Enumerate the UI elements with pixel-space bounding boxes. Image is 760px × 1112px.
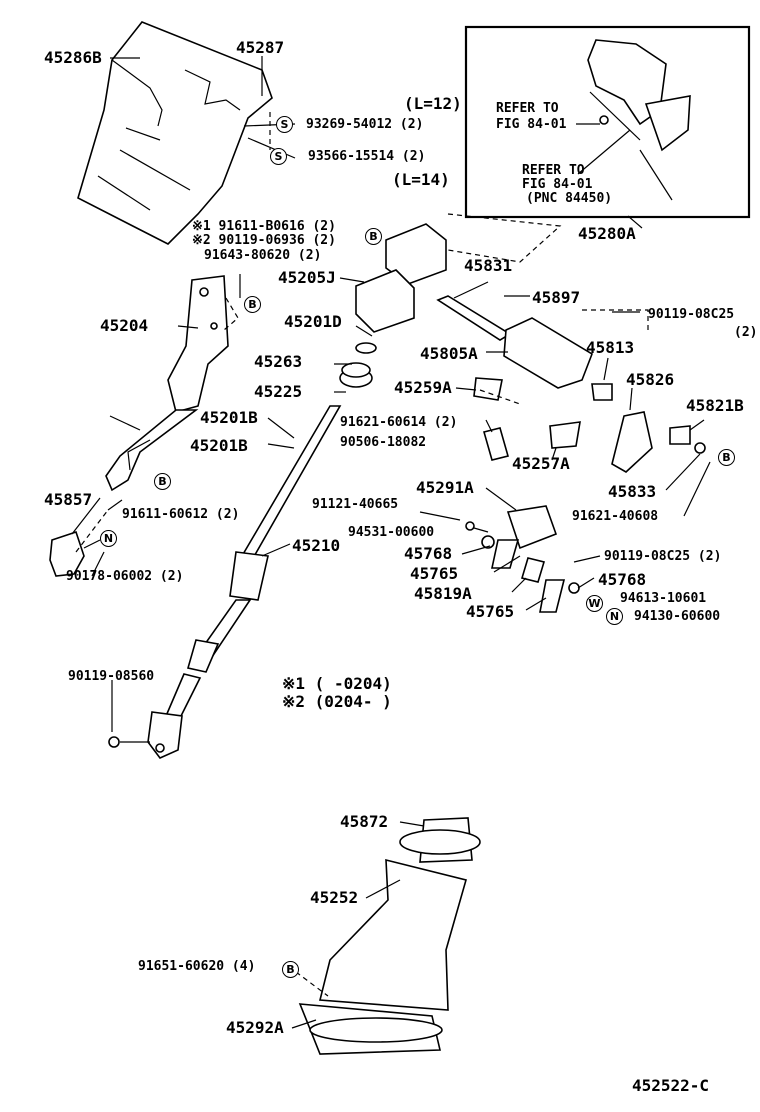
figure-code: 452522-C [632,1076,710,1095]
label-90119-08C25-b: 90119-08C25 (2) [604,549,722,564]
label-45768-1: 45768 [404,544,453,563]
symbol-b-2: B [244,296,261,313]
label-45765-1: 45765 [410,564,459,583]
lever-assembly-shape [436,295,706,473]
steering-column-shape [105,275,229,492]
label-45280A: 45280A [578,224,636,243]
label-91643-80620: 91643-80620 (2) [204,248,322,263]
lower-bracket-shape [419,505,580,613]
symbol-s-1: S [276,116,293,133]
leader-lines [71,56,711,1029]
label-45201D: 45201D [284,312,342,331]
label-91621-60614: 91621-60614 (2) [340,415,458,430]
label-45831: 45831 [464,256,513,275]
label-94531-00600: 94531-00600 [348,525,435,540]
label-45201B-1: 45201B [200,408,258,427]
label-93269-54012: 93269-54012 (2) [306,117,424,132]
label-length-12: (L=12) [404,94,462,113]
label-91621-40608: 91621-40608 [572,509,659,524]
label-91611-60612: 91611-60612 (2) [122,507,240,522]
label-45287: 45287 [236,38,285,57]
symbol-b-4: B [154,473,171,490]
label-45291A: 45291A [416,478,474,497]
inset-refer-fig-2: FIG 84-01 [522,177,593,192]
label-45833: 45833 [608,482,657,501]
label-45286B: 45286B [44,48,102,67]
label-45257A: 45257A [512,454,570,473]
label-45819A: 45819A [414,584,472,603]
label-90506-18082: 90506-18082 [340,435,427,450]
inset-refer-pnc: (PNC 84450) [526,191,613,206]
symbol-b-3: B [718,449,735,466]
label-45259A: 45259A [394,378,452,397]
symbol-w-1: W [586,595,603,612]
symbol-b-5: B [282,961,299,978]
note-1: ※1 ( -0204) [282,674,392,693]
symbol-n-2: N [606,608,623,625]
symbol-b-1: B [365,228,382,245]
label-45292A: 45292A [226,1018,284,1037]
label-45210: 45210 [292,536,341,555]
bracket-45857-shape [49,509,109,577]
note-2: ※2 (0204- ) [282,692,392,711]
label-45805A: 45805A [420,344,478,363]
label-90119-08C25-a-qty: (2) [734,325,758,340]
label-94613-10601: 94613-10601 [620,591,707,606]
inset-refer-fig-1: FIG 84-01 [496,117,567,132]
label-91611-B0616: ※1 91611-B0616 (2) [192,219,336,234]
boot-shape [298,817,481,1055]
column-cover-shape [77,21,273,245]
label-45765-2: 45765 [466,602,515,621]
label-90119-06936: ※2 90119-06936 (2) [192,233,336,248]
inset-frame [464,25,751,219]
label-45813: 45813 [586,338,635,357]
label-91651-60620: 91651-60620 (4) [138,959,256,974]
label-45252: 45252 [310,888,359,907]
label-45857: 45857 [44,490,93,509]
label-94130-60600: 94130-60600 [634,609,721,624]
label-45897: 45897 [532,288,581,307]
label-45205J: 45205J [278,268,336,287]
label-45872: 45872 [340,812,389,831]
inset-refer-text-1: REFER TO [496,101,559,116]
label-90119-08560: 90119-08560 [68,669,155,684]
label-length-14: (L=14) [392,170,450,189]
lock-assembly-shape [339,213,562,388]
label-45201B-2: 45201B [190,436,248,455]
inset-drawing-shape [587,39,691,201]
label-90178-06002: 90178-06002 (2) [66,569,184,584]
symbol-s-2: S [270,148,287,165]
label-45821B: 45821B [686,396,744,415]
label-45204: 45204 [100,316,149,335]
label-45225: 45225 [254,382,303,401]
label-45263: 45263 [254,352,303,371]
label-45768-2: 45768 [598,570,647,589]
label-90119-08C25-a: 90119-08C25 [648,307,735,322]
label-93566-15514: 93566-15514 (2) [308,149,426,164]
label-91121-40665: 91121-40665 [312,497,399,512]
label-45826: 45826 [626,370,675,389]
symbol-n-1: N [100,530,117,547]
steering-shaft-shape [108,405,342,759]
inset-refer-text-2: REFER TO [522,163,585,178]
